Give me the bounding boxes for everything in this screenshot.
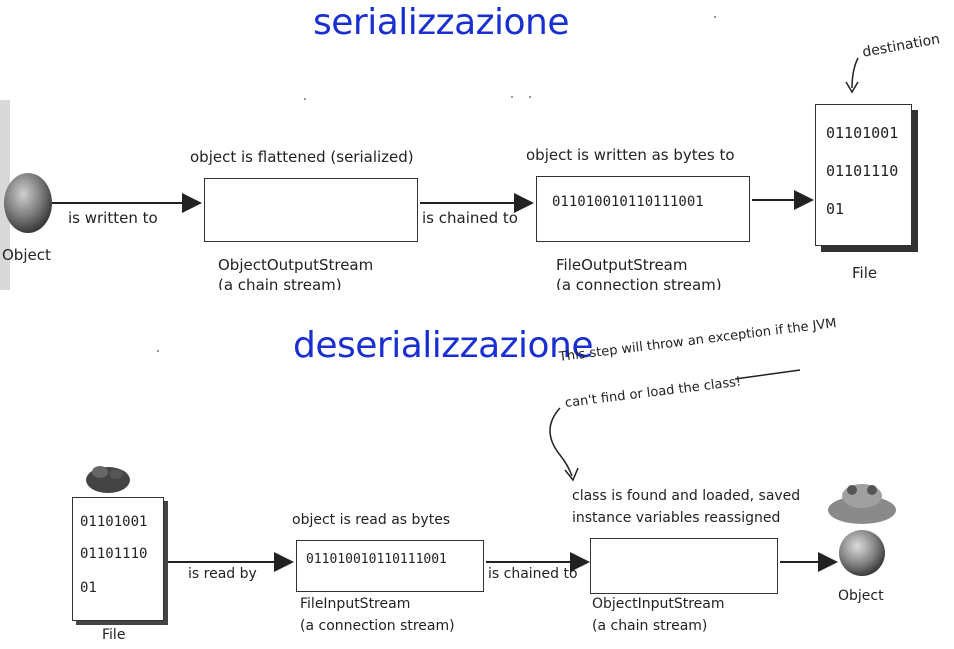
edge-label-chained-to: is chained to xyxy=(422,209,518,227)
edge-label-chained-to-2: is chained to xyxy=(488,566,578,582)
ois-kind: (a chain stream) xyxy=(592,618,708,634)
oos-kind: (a chain stream) xyxy=(218,276,342,290)
ois-caption-line-2: instance variables reassigned xyxy=(572,510,781,526)
fis-bytes: 011010010110111001 xyxy=(306,552,447,567)
file-line-2: 01101110 xyxy=(826,162,899,180)
fis-caption: object is read as bytes xyxy=(292,512,451,528)
source-file-label: File xyxy=(102,627,126,643)
file-input-stream-box xyxy=(296,540,484,592)
object-sphere-icon xyxy=(4,173,52,233)
file-line-3: 01 xyxy=(826,200,845,218)
fos-kind: (a connection stream) xyxy=(556,276,722,290)
destination-file-box xyxy=(815,104,912,246)
robot-creature-icon xyxy=(828,496,896,524)
source-file-line-3: 01 xyxy=(80,580,97,596)
edge-label-written-to: is written to xyxy=(68,209,158,227)
exception-note-arrow xyxy=(549,407,573,477)
fos-caption: object is written as bytes to xyxy=(526,146,735,164)
fis-name: FileInputStream xyxy=(300,596,411,612)
file-line-1: 01101001 xyxy=(826,124,899,142)
oos-caption: object is flattened (serialized) xyxy=(190,148,414,166)
edge-label-read-by: is read by xyxy=(188,566,257,582)
file-label: File xyxy=(852,264,878,282)
file-output-stream-box xyxy=(536,176,750,242)
ois-caption-line-1: class is found and loaded, saved xyxy=(572,488,801,504)
source-file-box xyxy=(72,497,164,621)
fos-name: FileOutputStream xyxy=(556,256,688,274)
destination-arrow xyxy=(851,57,859,89)
ois-name: ObjectInputStream xyxy=(592,596,725,612)
object-label-2: Object xyxy=(838,588,884,604)
object-sphere-2-icon xyxy=(839,530,885,576)
fos-bytes: 011010010110111001 xyxy=(552,194,704,210)
object-input-stream-box xyxy=(590,538,778,594)
fis-kind: (a connection stream) xyxy=(300,618,455,634)
serialization-title: serializzazione xyxy=(313,2,570,43)
oos-name: ObjectOutputStream xyxy=(218,256,374,274)
deserialization-title: deserializzazione xyxy=(293,325,594,366)
source-file-line-1: 01101001 xyxy=(80,514,148,530)
object-output-stream-box xyxy=(204,178,418,242)
source-file-line-2: 01101110 xyxy=(80,546,148,562)
object-label: Object xyxy=(2,246,51,264)
